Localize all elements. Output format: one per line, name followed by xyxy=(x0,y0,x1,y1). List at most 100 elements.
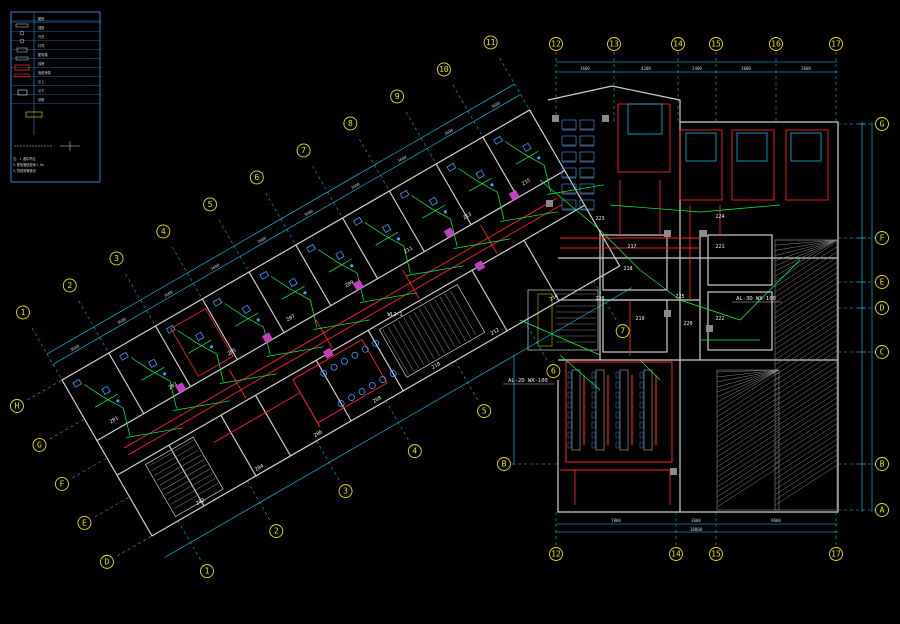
axis-bubble-label: B xyxy=(502,460,507,469)
left-wing-top-dimension: 3600 xyxy=(397,154,408,163)
right-wing-top-dimension: 3000 xyxy=(741,66,751,71)
stair-left xyxy=(145,436,224,518)
axis-bubble xyxy=(709,37,723,51)
right-wing-bottom-dimension: 7800 xyxy=(611,518,621,523)
axis-bubble xyxy=(338,484,353,499)
column xyxy=(546,200,553,207)
room-number: 218 xyxy=(623,266,632,272)
panel-tags: AL-2D WX-100 AL-3D WX-100 WL2-1 xyxy=(387,296,782,385)
axis-bubble-label: F xyxy=(60,479,65,488)
room-number: 212 xyxy=(490,327,501,337)
legend-row-label: 线槽 xyxy=(38,61,45,66)
left-wing-top-dimension: 3600 xyxy=(443,127,454,136)
panel-tag-1: AL-2D WX-100 xyxy=(508,378,548,384)
axis-bubble-label: 6 xyxy=(551,367,556,376)
room-number: 225 xyxy=(675,294,684,300)
room-number: 213 xyxy=(462,211,473,221)
legend-row-label: 灯具 xyxy=(38,43,45,48)
axis-bubble xyxy=(156,224,171,239)
axis-bubble-label: 15 xyxy=(711,550,721,559)
axis-bubble xyxy=(875,503,889,517)
axis-bubble-label: 17 xyxy=(831,40,841,49)
axis-bubble-label: G xyxy=(37,440,42,449)
axis-bubble xyxy=(477,404,492,419)
legend-row-label: 引下 xyxy=(38,88,45,93)
axis-bubble-label: 14 xyxy=(673,40,683,49)
riser-box xyxy=(175,382,187,394)
room-number: 204 xyxy=(254,463,265,473)
left-wing-plan: 2012022032042052062072082092102112122132… xyxy=(27,57,633,560)
axis-bubble-label: 8 xyxy=(348,119,353,128)
axis-bubble xyxy=(669,547,683,561)
room-number: 208 xyxy=(372,395,383,405)
axis-bubble-label: 4 xyxy=(412,447,417,456)
right-wing-top-dimension: 2400 xyxy=(692,66,702,71)
axis-bubble xyxy=(296,143,311,158)
axis-bubble xyxy=(203,197,218,212)
room-number: 203 xyxy=(168,381,179,391)
axis-bubble xyxy=(10,399,24,413)
axis-bubble xyxy=(671,37,685,51)
left-wing-top-dimension: 3600 xyxy=(303,208,314,217)
right-wing-bottom-dimension: 3600 xyxy=(691,518,701,523)
room-number: 205 xyxy=(227,347,238,357)
left-wing-top-dimension: 3600 xyxy=(163,289,174,298)
column xyxy=(706,325,713,332)
riser-box xyxy=(443,227,455,239)
axis-bubble xyxy=(875,275,889,289)
room-number: 209 xyxy=(344,279,355,289)
axis-bubble xyxy=(62,278,77,293)
axis-bubble xyxy=(875,301,889,315)
axis-bubble-label: 12 xyxy=(551,40,561,49)
axis-bubble xyxy=(436,62,451,77)
riser-box xyxy=(508,189,520,201)
axis-bubble-label: 4 xyxy=(161,227,166,236)
stair-mid xyxy=(378,284,486,378)
legend-row-label: 插座 xyxy=(38,25,45,30)
axis-bubble xyxy=(607,37,621,51)
axis-bubble xyxy=(407,444,422,459)
riser-box xyxy=(474,260,486,272)
right-wing-outline xyxy=(547,85,839,513)
riser-box xyxy=(322,347,334,359)
axis-bubble-label: 3 xyxy=(114,254,119,263)
legend-note: 注：1.图中所注 xyxy=(13,156,37,161)
right-wing-top-dimension: 3600 xyxy=(580,66,590,71)
axis-bubble xyxy=(875,117,889,131)
axis-bubble-label: 13 xyxy=(609,40,619,49)
axis-bubble xyxy=(875,457,889,471)
right-wing-top-dimension: 4200 xyxy=(641,66,651,71)
column xyxy=(700,230,707,237)
room-number: 226 xyxy=(595,296,604,302)
axis-bubble-label: 17 xyxy=(831,550,841,559)
axis-bubble xyxy=(390,89,405,104)
left-wing-top-dimension: 3600 xyxy=(256,235,267,244)
conference-room xyxy=(565,361,673,463)
axis-bubble xyxy=(200,564,214,579)
riser-box xyxy=(352,279,364,291)
axis-bubble-label: 2 xyxy=(274,527,279,536)
room-number: 202 xyxy=(195,497,206,507)
left-wing-top-dimension: 3600 xyxy=(210,262,221,271)
axis-bubble xyxy=(343,116,358,131)
axis-bubble-label: 7 xyxy=(620,327,625,336)
hatched-area xyxy=(716,239,838,511)
riser-box xyxy=(261,332,273,344)
axis-bubble-label: D xyxy=(105,557,110,566)
axis-bubble xyxy=(55,476,69,491)
axis-bubble-label: 9 xyxy=(395,92,400,101)
axis-bubble-label: 5 xyxy=(482,407,487,416)
room-number: 211 xyxy=(403,245,414,255)
legend-row-label: 说明 xyxy=(38,97,44,102)
axis-bubble xyxy=(769,37,783,51)
axis-bubble-label: 1 xyxy=(21,308,26,317)
left-wing-top-dimension: 3600 xyxy=(490,100,501,109)
axis-bubble-label: 14 xyxy=(671,550,681,559)
room-number: 220 xyxy=(683,321,692,327)
